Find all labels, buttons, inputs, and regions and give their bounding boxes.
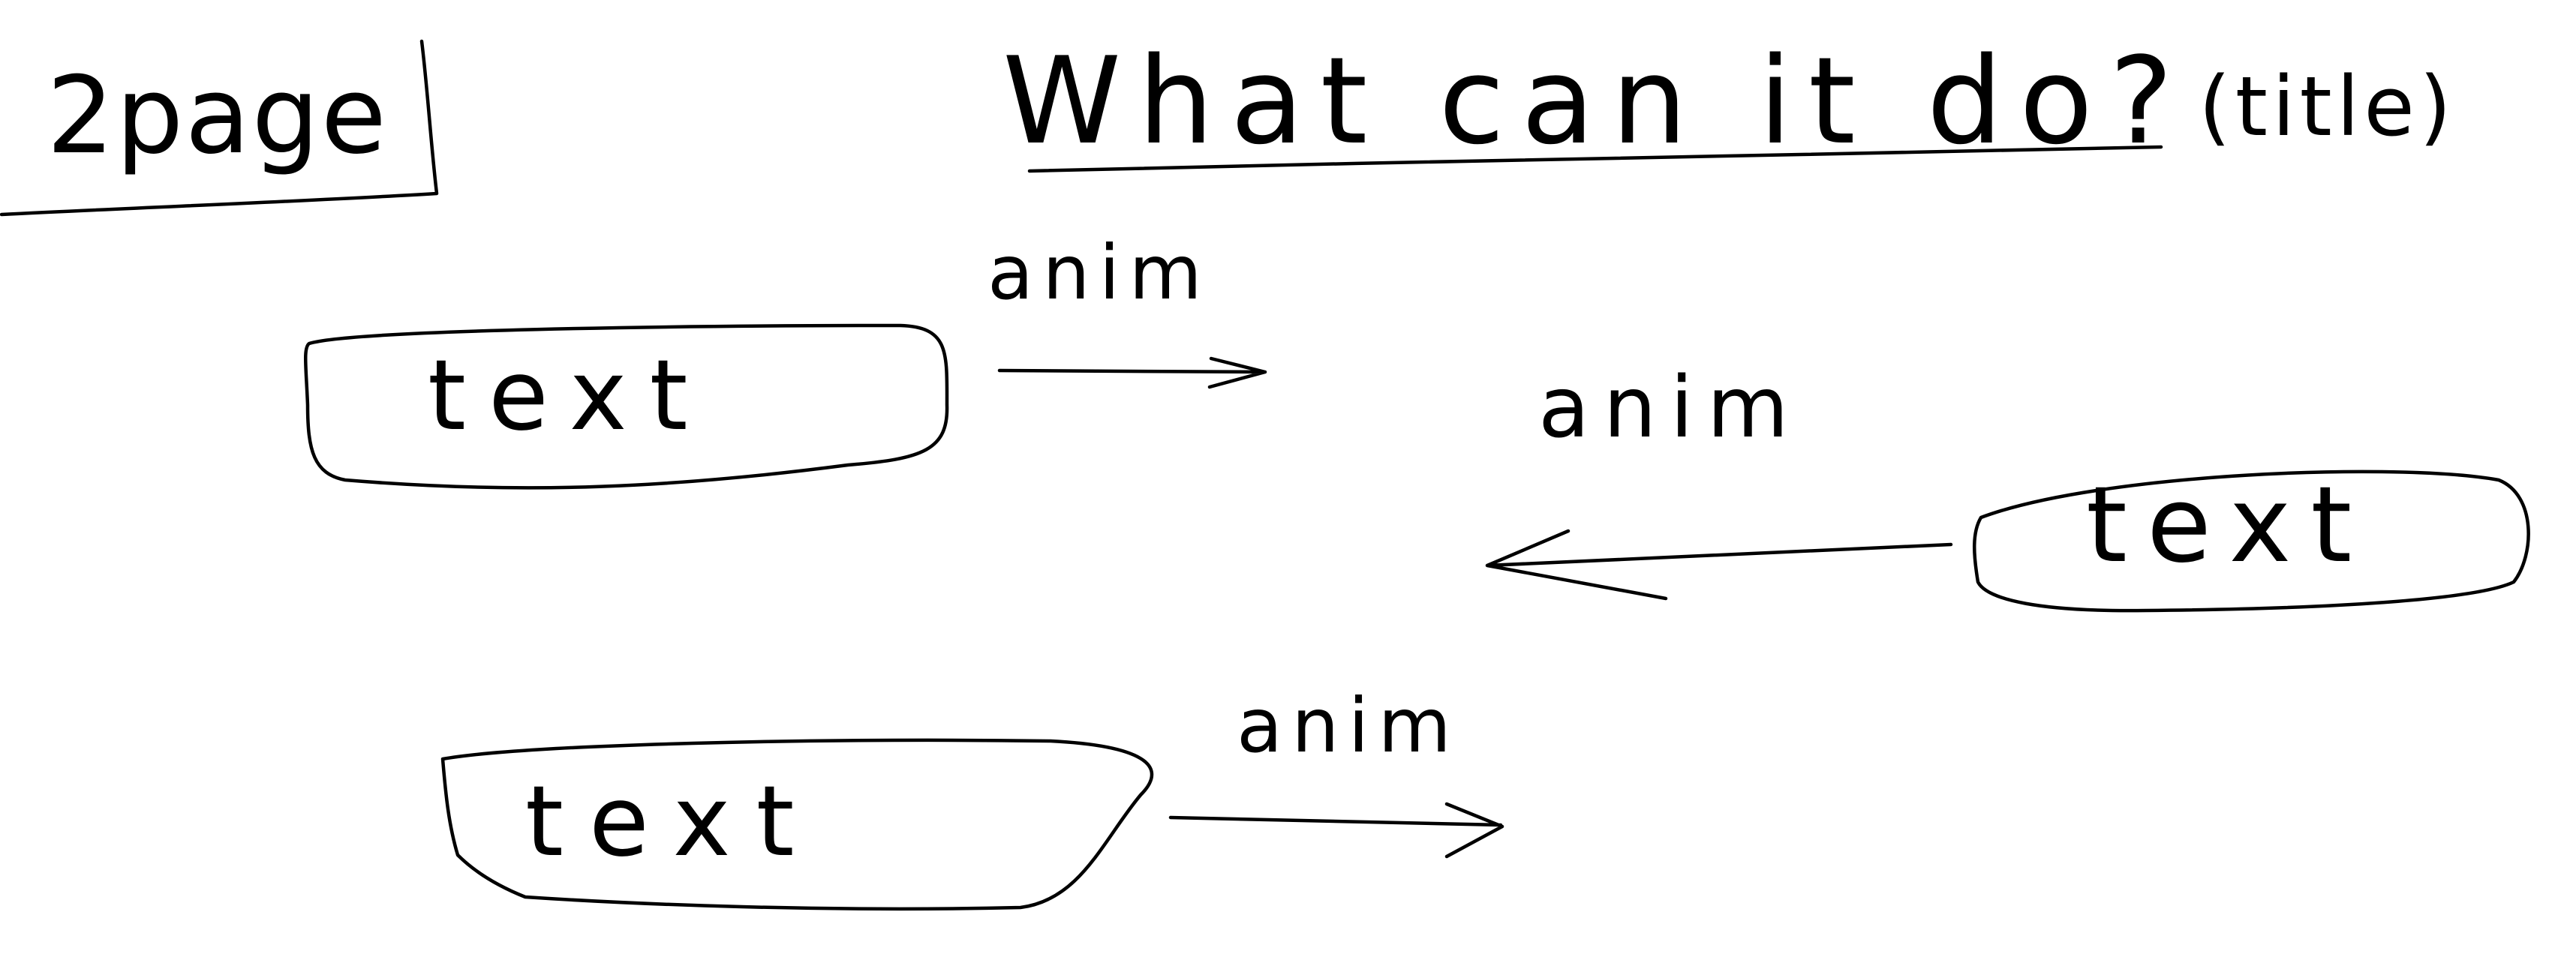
page-label-frame [0,39,439,217]
page-title: What can it do? [1002,31,2190,171]
row-3: text anim [440,682,1504,911]
text-box [440,738,1154,911]
anim-label: anim [1538,359,1802,457]
arrow-left [1485,529,1953,601]
row-1: text anim [304,229,1267,490]
arrow-right [1168,802,1504,859]
anim-label: anim [987,229,1211,316]
title-note: (title) [2199,58,2456,154]
text-box [1973,470,2530,613]
title-group: What can it do? (title) [1002,31,2456,173]
page-label-group: 2page [0,39,439,217]
box-text: text [428,338,711,452]
arrow-right [997,356,1267,389]
box-text: text [2086,464,2371,586]
row-2: anim text [1485,359,2530,613]
text-box [304,323,949,490]
box-text: text [525,764,820,878]
page-label: 2page [47,54,388,178]
anim-label: anim [1237,682,1460,770]
title-underline [1027,145,2163,173]
